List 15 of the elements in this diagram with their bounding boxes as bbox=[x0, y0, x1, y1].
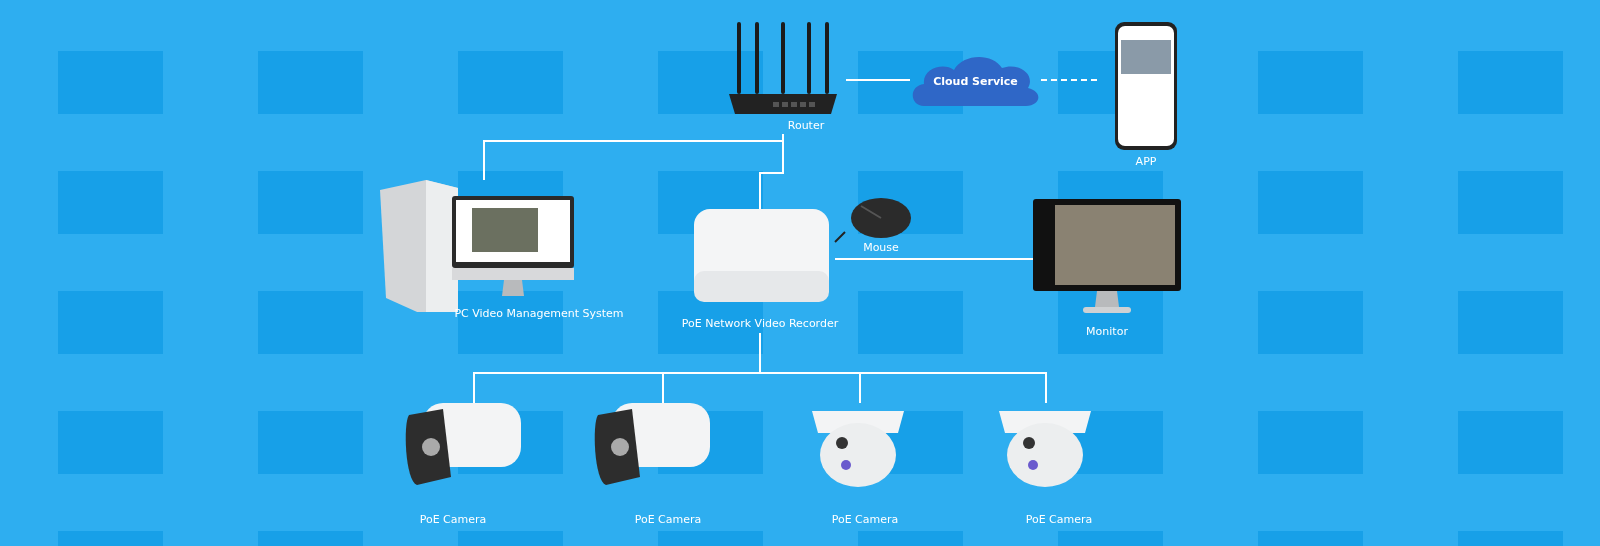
device-label: PoE Camera bbox=[831, 513, 899, 526]
mouse-cable bbox=[834, 231, 846, 243]
device-label: PC Video Management System bbox=[454, 307, 624, 320]
device-label: Router bbox=[787, 119, 825, 132]
device-label: PoE Camera bbox=[634, 513, 702, 526]
node-label: Cloud Service bbox=[933, 74, 1018, 88]
connector-line bbox=[834, 258, 1034, 260]
device-label: Mouse bbox=[863, 241, 899, 254]
device-label: APP bbox=[1135, 155, 1157, 168]
device-label: PoE Network Video Recorder bbox=[681, 317, 839, 330]
device-label: PoE Camera bbox=[1025, 513, 1093, 526]
device-label: Monitor bbox=[1086, 325, 1128, 338]
device-label: PoE Camera bbox=[419, 513, 487, 526]
connector-line bbox=[845, 79, 911, 81]
connector-line bbox=[759, 133, 784, 210]
